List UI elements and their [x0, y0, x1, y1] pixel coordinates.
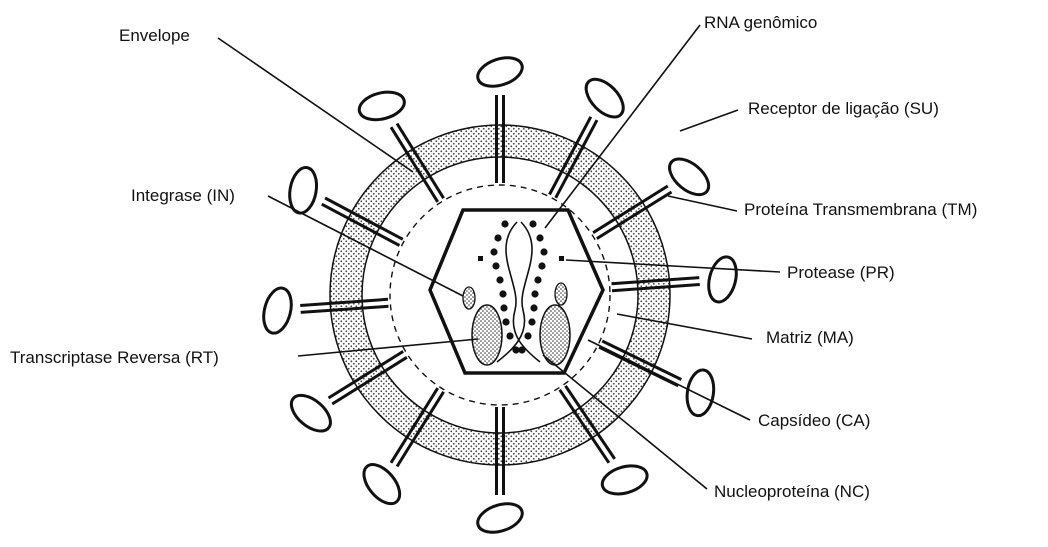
label-su: Receptor de ligação (SU) — [748, 99, 939, 118]
nc-dot — [538, 262, 545, 269]
nc-dot — [536, 234, 543, 241]
protease-dot-right — [559, 256, 564, 261]
integrase-oval-right — [555, 283, 567, 305]
nc-dot — [496, 276, 503, 283]
nc-dot — [534, 276, 541, 283]
su-knob — [579, 73, 630, 124]
nc-dot — [529, 220, 536, 227]
nc-dot — [501, 220, 508, 227]
label-protease: Protease (PR) — [787, 263, 895, 282]
nc-dot — [490, 248, 497, 255]
protease-dot-left — [478, 256, 483, 261]
leader-tm — [668, 196, 737, 211]
nc-dot — [524, 332, 531, 339]
label-integrase: Integrase (IN) — [131, 186, 235, 205]
su-knob — [704, 254, 740, 305]
su-knob — [356, 88, 407, 124]
su-knob — [474, 499, 526, 538]
label-nc: Nucleoproteína (NC) — [714, 482, 870, 501]
nc-dot — [530, 304, 537, 311]
nc-dot — [518, 346, 525, 353]
nc-dot — [506, 332, 513, 339]
su-knob — [599, 461, 650, 499]
su-knob — [474, 53, 526, 92]
nc-dot — [531, 290, 538, 297]
nc-dot — [500, 304, 507, 311]
label-rt: Transcriptase Reversa (RT) — [10, 348, 219, 367]
nc-dot — [502, 318, 509, 325]
nc-dot — [492, 262, 499, 269]
integrase-oval-left — [463, 287, 475, 309]
nc-dot — [540, 248, 547, 255]
rt-blob-left — [472, 305, 502, 365]
leader-su — [680, 110, 738, 131]
nc-dot — [499, 290, 506, 297]
su-knob — [684, 368, 716, 417]
nc-dot — [494, 234, 501, 241]
label-matriz: Matriz (MA) — [766, 328, 854, 347]
su-knob — [259, 285, 295, 336]
label-capsideo: Capsídeo (CA) — [758, 411, 870, 430]
label-envelope: Envelope — [119, 26, 190, 45]
label-tm: Proteína Transmembrana (TM) — [744, 200, 977, 219]
nc-dot — [528, 318, 535, 325]
label-rna: RNA genômico — [704, 13, 817, 32]
